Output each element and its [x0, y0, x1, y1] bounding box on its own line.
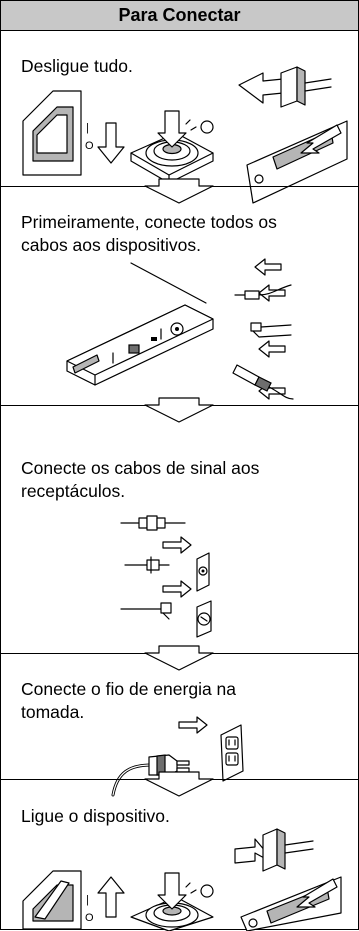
svg-text:O: O	[85, 912, 94, 924]
audio-plug-icon	[234, 284, 292, 300]
next-step-arrow-icon	[144, 771, 214, 797]
connect-cables-illustration	[66, 258, 294, 400]
step-3-text: Conecte os cabos de sinal aos receptácul…	[21, 458, 260, 501]
right-arrow-icon	[162, 536, 192, 554]
step-2-text: Primeiramente, conecte todos os cabos ao…	[21, 212, 277, 255]
signal-cables-illustration	[120, 515, 212, 638]
next-step-arrow-icon	[144, 397, 214, 423]
step-4-text: Conecte o fio de energia na tomada.	[21, 679, 237, 722]
right-arrow-icon	[178, 716, 208, 734]
phone-outlet-icon	[196, 600, 212, 638]
step-5-text: Ligue o dispositivo.	[21, 806, 170, 826]
wall-switch-icon: | O	[22, 870, 94, 930]
step-1-text: Desligue tudo.	[21, 56, 133, 76]
svg-text:|: |	[86, 894, 89, 906]
cable-arrows-icon	[254, 258, 286, 400]
svg-text:O: O	[85, 140, 94, 152]
wall-switch-icon: | O	[22, 90, 94, 176]
next-step-arrow-icon	[144, 645, 214, 671]
plug-in-icon	[234, 828, 342, 931]
svg-text:|: |	[86, 122, 89, 134]
coax-cable-icon	[120, 515, 186, 531]
up-arrow-icon	[97, 876, 125, 918]
page-title: Para Conectar	[1, 1, 358, 31]
power-plug-icon	[111, 754, 190, 797]
right-arrow-icon	[162, 580, 192, 598]
next-step-arrow-icon	[144, 178, 214, 204]
laptop-icon	[66, 262, 214, 386]
down-arrow-icon	[97, 122, 125, 164]
power-cord-illustration	[111, 716, 244, 797]
antenna-plug-icon	[124, 556, 170, 574]
usb-plug-icon	[232, 364, 294, 400]
power-button-icon	[130, 110, 214, 184]
phone-plug-icon	[250, 322, 292, 338]
power-button-icon	[130, 872, 214, 931]
unplug-icon	[238, 66, 348, 204]
phone-cable-icon	[120, 602, 172, 620]
antenna-outlet-icon	[196, 552, 210, 592]
power-on-illustration: | O	[22, 828, 342, 931]
power-off-illustration: | O	[22, 66, 348, 204]
power-outlet-icon	[220, 724, 244, 782]
